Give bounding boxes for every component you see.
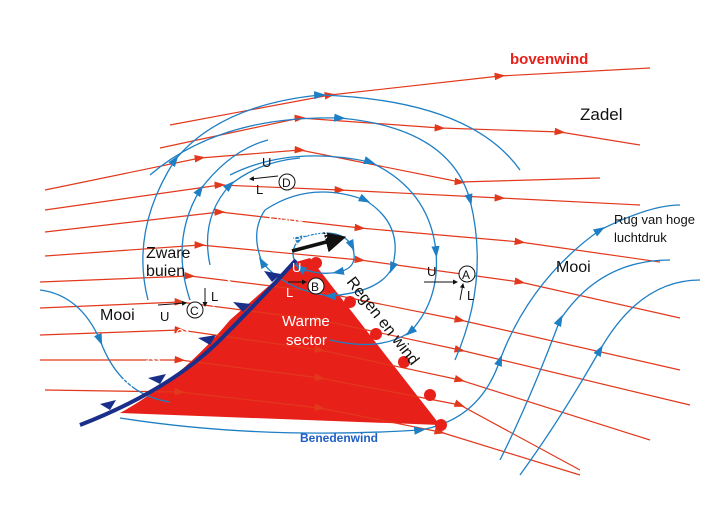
- upper-wind-line: [44, 387, 581, 476]
- point-c: C U L: [157, 288, 218, 324]
- isobar-5: [142, 91, 521, 301]
- cold-front-triangles: [100, 271, 281, 410]
- cold-front: [79, 258, 298, 427]
- saddle-label: Zadel: [580, 105, 623, 124]
- rain-label: Regen: [268, 207, 314, 231]
- point-b: B U L: [286, 260, 325, 300]
- ridge-label-line2: luchtdruk: [614, 230, 667, 245]
- isobar-lower: [119, 204, 681, 435]
- heavy-showers-line2: buien: [146, 263, 185, 280]
- warm-sector-line1: Warme: [282, 313, 330, 330]
- point-b-l: L: [286, 285, 293, 300]
- point-a-u: U: [427, 264, 436, 279]
- depression-movement-arrow: [291, 231, 347, 253]
- isobar-outer-left: [181, 139, 269, 301]
- point-c-u: U: [160, 309, 169, 324]
- isobar-wave-right: [499, 259, 671, 461]
- point-c-letter: C: [190, 304, 199, 318]
- heavy-showers-line1: Zware: [146, 245, 191, 262]
- warm-sector-line2: sector: [286, 332, 327, 349]
- upper-wind-line: [44, 208, 661, 263]
- warm-front-bumps: [310, 257, 447, 431]
- upper-wind-line: [44, 181, 641, 211]
- point-d-u: U: [262, 155, 271, 170]
- ridge-label-line1: Rug van hoge: [614, 212, 695, 227]
- fine-right-label: Mooi: [556, 259, 591, 276]
- isobar-wave-far: [519, 279, 701, 476]
- point-c-l: L: [211, 289, 218, 304]
- point-b-u: U: [292, 260, 301, 275]
- point-a-l: L: [467, 288, 474, 303]
- point-d: D U L: [249, 155, 296, 197]
- point-a-letter: A: [462, 268, 470, 282]
- lower-wind-label: Benedenwind: [300, 431, 378, 445]
- point-a: A U L: [424, 264, 476, 303]
- upper-wind-line: [169, 67, 651, 126]
- upper-wind-label: bovenwind: [510, 51, 588, 68]
- point-d-l: L: [256, 182, 263, 197]
- isobars: [39, 91, 701, 476]
- point-b-letter: B: [311, 280, 319, 294]
- upper-wind-line: [159, 114, 641, 149]
- isobar-left-loop: [206, 157, 301, 266]
- fine-left-label: Mooi: [100, 307, 135, 324]
- point-d-letter: D: [282, 176, 291, 190]
